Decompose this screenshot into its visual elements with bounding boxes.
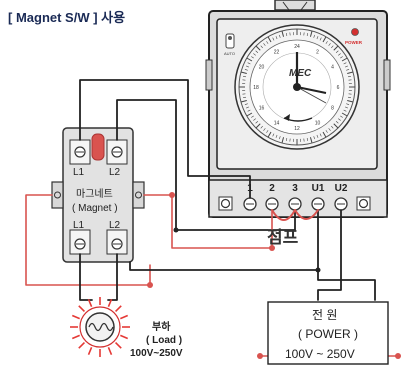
- load-label-korean: 부하: [152, 320, 171, 333]
- brand-logo: MEC: [289, 68, 312, 79]
- dial-hour-number: 2: [316, 49, 319, 55]
- timer-terminal[interactable]: U1: [311, 183, 325, 211]
- magnet-label-english: ( Magnet ): [72, 203, 118, 214]
- power-box: [267, 301, 389, 365]
- diagram-title: [ Magnet S/W ] 사용: [8, 10, 125, 25]
- dial-hour-number: 24: [294, 44, 300, 50]
- timer-terminal-label: U1: [312, 183, 325, 194]
- mode-switch[interactable]: [225, 33, 235, 49]
- timer-terminal-label: U2: [335, 183, 348, 194]
- magnet-bottom-l1-label: L1: [73, 220, 85, 231]
- jumper-label: 점프: [267, 228, 299, 247]
- power-voltage: 100V ~ 250V: [285, 347, 355, 361]
- dial-hour-number: 18: [253, 85, 259, 91]
- dial-hour-number: 12: [294, 126, 300, 132]
- magnet-top-l2-label: L2: [109, 167, 121, 178]
- dial-hour-number: 14: [274, 121, 280, 127]
- power-lamp-label: POWER: [345, 40, 363, 45]
- magnet-top-l1-label: L1: [73, 167, 85, 178]
- load-voltage: 100V~250V: [130, 348, 183, 359]
- dial-hour-number: 22: [274, 49, 280, 55]
- load-label-english: ( Load ): [146, 335, 182, 346]
- timer-terminal-label: 2: [269, 183, 275, 194]
- mode-switch-label: AUTO: [224, 51, 235, 56]
- dial-hour-number: 6: [337, 85, 340, 91]
- dial-hour-number: 4: [331, 65, 334, 71]
- power-lamp-icon: [351, 28, 359, 36]
- magnet-label-korean: 마그네트: [76, 188, 113, 200]
- dial-hour-number: 20: [259, 65, 265, 71]
- magnet-switch: L1 L2 마그네트 ( Magnet ) L1 L2: [51, 127, 145, 263]
- dial-hour-number: 16: [259, 106, 265, 112]
- load-icon: [70, 297, 130, 357]
- power-label-korean: 전 원: [312, 308, 337, 322]
- dial-hour-number: 10: [315, 121, 321, 127]
- timer-terminal-label: 3: [292, 183, 298, 194]
- dial-hour-number: 8: [331, 106, 334, 112]
- power-label-english: ( POWER ): [298, 327, 358, 341]
- magnet-bottom-l2-label: L2: [109, 220, 121, 231]
